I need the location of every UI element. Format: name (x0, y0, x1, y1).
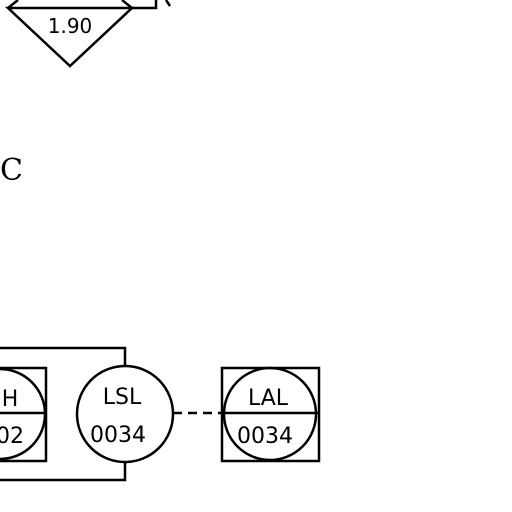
valve-top-edge (7, 0, 19, 9)
process-line-upper (0, 346, 127, 366)
instrument-lsl: LSL 0034 (75, 364, 175, 464)
instrument-loop: 0034 (237, 424, 293, 449)
valve-value: 1.90 (48, 14, 93, 38)
corner-mark: C (0, 153, 23, 188)
instrument-tag: LAL (248, 386, 289, 411)
process-line-top (132, 0, 158, 10)
process-line-lower (0, 462, 127, 482)
leader-line (164, 0, 172, 7)
control-valve: 1.90 (4, 0, 136, 68)
valve-top-edge-right (121, 0, 133, 9)
instrument-loop: 02 (0, 424, 24, 449)
instrument-left-partial: H 02 (0, 366, 48, 463)
instrument-tag: H (2, 387, 19, 412)
instrument-box (0, 366, 48, 463)
instrument-loop: 0034 (90, 423, 146, 448)
instrument-tag: LSL (103, 385, 142, 410)
instrument-lal: LAL 0034 (220, 366, 321, 463)
valve-body (4, 6, 136, 68)
